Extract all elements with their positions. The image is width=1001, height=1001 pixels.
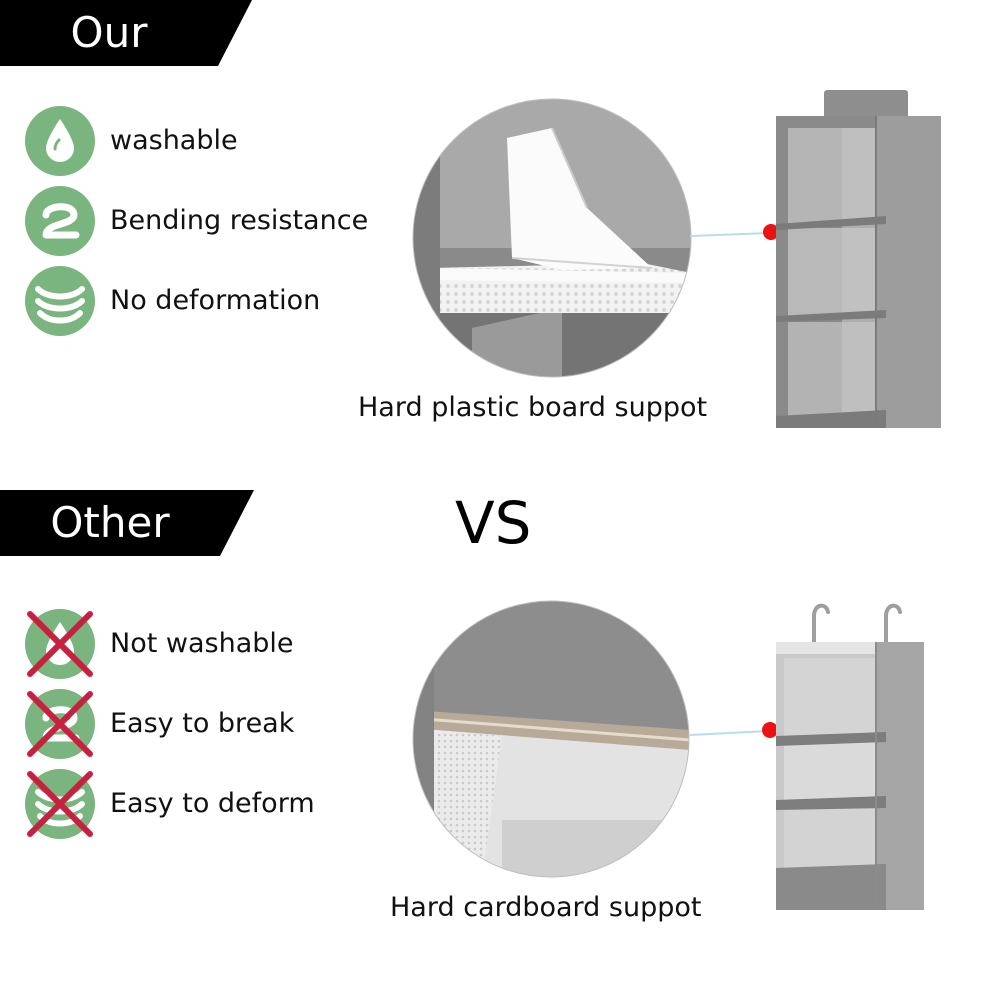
our-banner: Our xyxy=(0,0,252,66)
cardboard-closeup-image xyxy=(412,600,690,878)
our-caption: Hard plastic board suppot xyxy=(358,392,708,423)
crossed-flat-board-icon xyxy=(25,769,95,839)
feature-label: No deformation xyxy=(110,285,321,316)
vs-label: VS xyxy=(455,489,532,557)
crossed-bend-board-icon xyxy=(25,689,95,759)
feature-label: Not washable xyxy=(110,628,294,659)
callout-pointer xyxy=(690,722,778,738)
feature-label: Easy to deform xyxy=(110,788,315,819)
other-banner: Other xyxy=(0,490,254,556)
plastic-board-closeup-image xyxy=(412,98,692,378)
flat-board-icon xyxy=(25,266,95,336)
crossed-water-drop-icon xyxy=(25,609,95,679)
other-banner-title: Other xyxy=(50,498,170,547)
our-banner-title: Our xyxy=(70,8,148,57)
bend-board-icon xyxy=(25,186,95,256)
other-caption: Hard cardboard suppot xyxy=(390,892,702,923)
hanging-organizer-with-hooks-image xyxy=(776,603,924,910)
feature-label: Bending resistance xyxy=(110,205,369,236)
callout-pointer xyxy=(690,224,779,240)
feature-label: Easy to break xyxy=(110,708,295,739)
water-drop-icon xyxy=(25,106,95,176)
hanging-organizer-product-image xyxy=(776,90,941,428)
feature-label: washable xyxy=(110,125,238,156)
